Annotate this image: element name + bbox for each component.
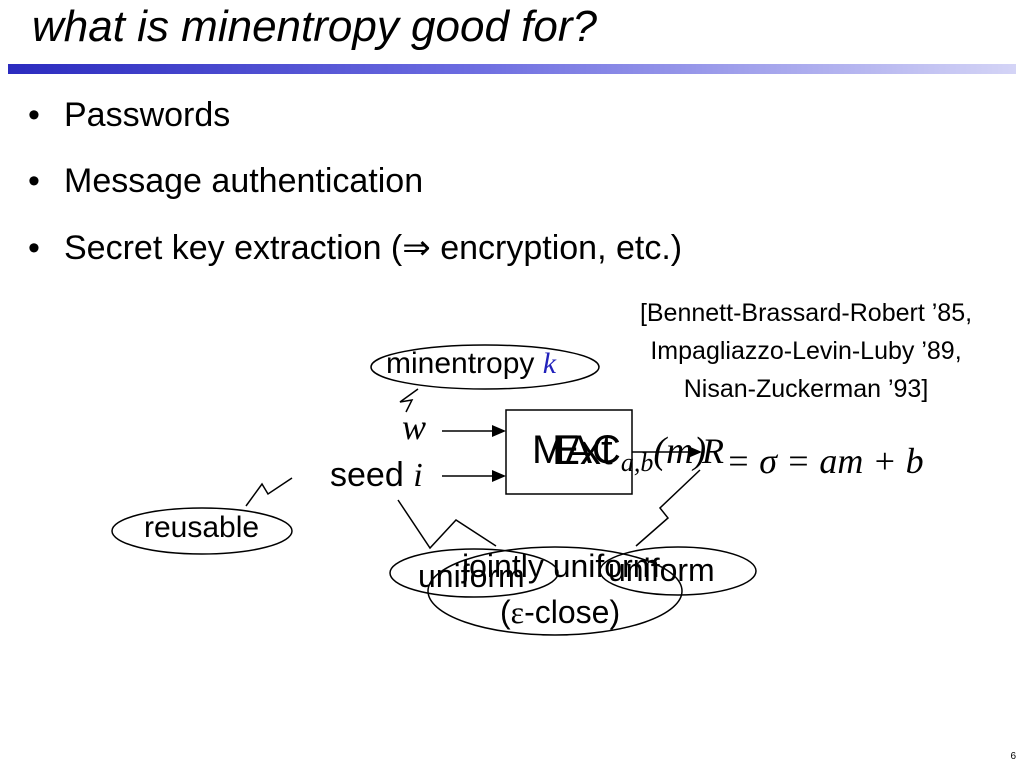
page-number: 6 <box>1010 751 1016 762</box>
mac-subscript: a,b <box>620 448 654 477</box>
minentropy-k-var: k <box>542 347 557 380</box>
jointly-uniform-label: jointly uniform <box>462 548 660 584</box>
reusable-zigzag <box>245 477 293 507</box>
bullet-text: Message authentication <box>64 162 424 200</box>
slide-title: what is minentropy good for? <box>32 2 597 51</box>
seed-arrow-head <box>492 470 506 482</box>
seed-i-var: i <box>413 457 423 494</box>
uniform-right-ellipse <box>599 546 757 596</box>
eps-open-paren: ( <box>500 594 511 630</box>
bullet-text: Secret key extraction ( <box>64 229 403 267</box>
output-to-uniform-line <box>635 469 701 547</box>
epsilon-close-label: (ε-close) <box>500 594 620 631</box>
bullet-message-authentication: • Message authentication <box>28 162 423 201</box>
bullet-dot: • <box>28 162 40 200</box>
bullet-dot: • <box>28 229 40 267</box>
mac-text: MAC <box>532 428 621 472</box>
citation-line-3: Nisan-Zuckerman ’93] <box>683 375 929 403</box>
seed-text: seed <box>330 456 414 494</box>
uniform-left-label: uniform <box>418 558 525 594</box>
w-arrow-head <box>492 425 506 437</box>
extractor-label: Ext <box>552 426 613 473</box>
eps-close-text: -close) <box>524 594 621 630</box>
implies-arrow-icon: ⇒ <box>402 229 431 267</box>
reusable-ellipse <box>111 507 293 555</box>
seed-to-uniform-line <box>397 499 497 550</box>
bullet-text-after: encryption, etc.) <box>430 229 683 267</box>
citation-line-2: Impagliazzo-Levin-Luby ’89, <box>650 337 962 365</box>
minentropy-text: minentropy <box>386 347 543 380</box>
output-r-var: R <box>702 431 724 471</box>
seed-label: seed i <box>330 456 423 495</box>
minentropy-label: minentropy k <box>386 347 556 381</box>
bullet-passwords: • Passwords <box>28 96 230 135</box>
uniform-left-ellipse <box>389 548 559 598</box>
output-arrow-head <box>688 446 702 458</box>
mac-argument: (m) <box>653 430 707 472</box>
citation: [Bennett-Brassard-Robert ’85, Impagliazz… <box>606 294 1006 408</box>
reusable-label: reusable <box>144 511 260 544</box>
mac-formula: = σ = am + b <box>726 441 924 481</box>
epsilon-symbol: ε <box>510 594 525 630</box>
w-input-label: w <box>402 407 427 447</box>
mac-label: MACa,b(m) <box>532 428 707 477</box>
jointly-uniform-ellipse <box>427 546 683 636</box>
citation-line-1: [Bennett-Brassard-Robert ’85, <box>639 299 973 327</box>
minentropy-ellipse <box>370 344 600 390</box>
bullet-secret-key-extraction: • Secret key extraction (⇒ encryption, et… <box>28 228 682 268</box>
bullet-text: Passwords <box>64 96 231 134</box>
extractor-box <box>505 409 633 495</box>
minentropy-zigzag <box>399 388 419 413</box>
bullet-dot: • <box>28 96 40 134</box>
uniform-right-label: uniform <box>608 552 715 588</box>
title-underline-bar <box>8 64 1016 74</box>
